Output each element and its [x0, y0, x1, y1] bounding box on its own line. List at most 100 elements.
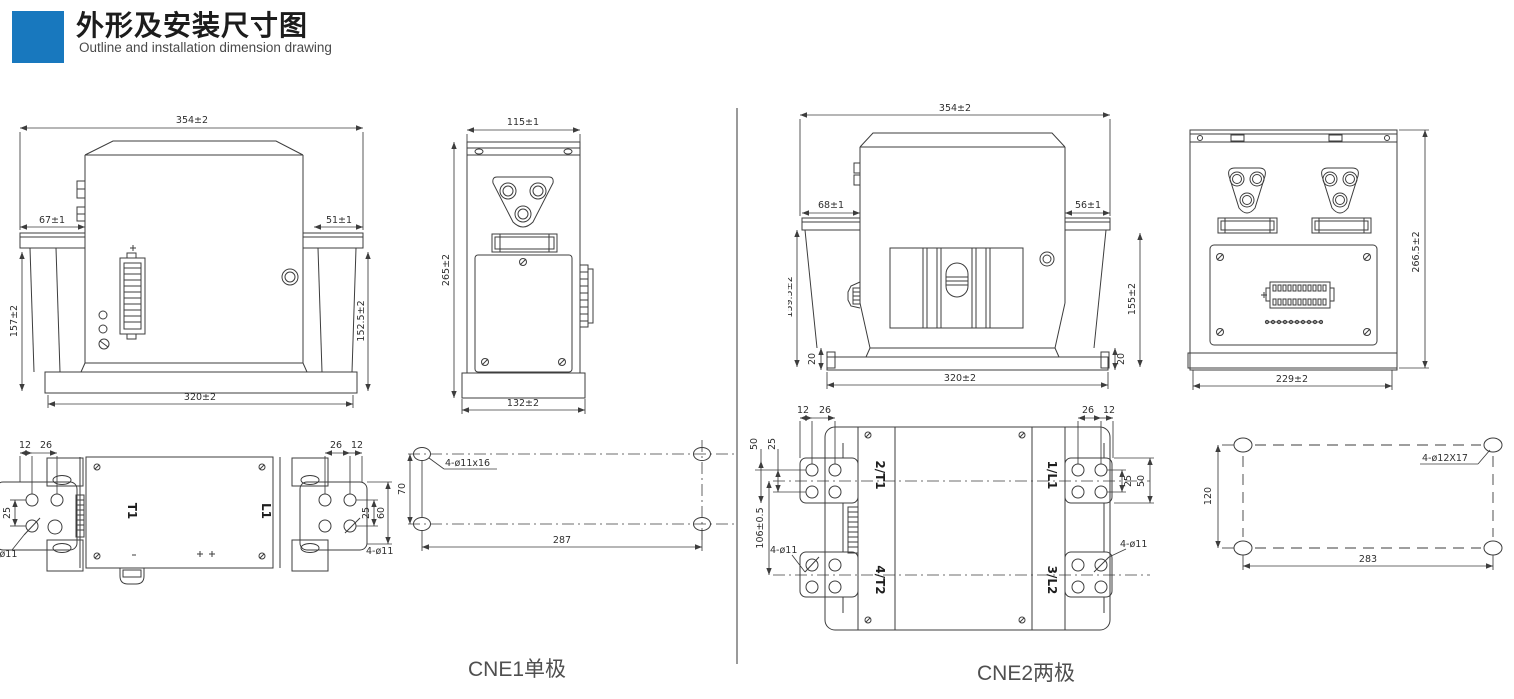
- screw-icon: [98, 338, 110, 350]
- cne1-dim-26-left: 26: [40, 440, 52, 451]
- cne2-dim-26-left: 26: [819, 405, 831, 416]
- cne2-mounting-pattern: 120 4-ø12X17 283: [1203, 437, 1503, 570]
- cne1-front-overall-width: 354±2: [176, 115, 208, 126]
- cne2-dim-50-left: 50: [749, 438, 760, 450]
- cne1-front-right-height: 152.5±2: [356, 300, 367, 341]
- cne2-front-right-foot: 20: [1116, 353, 1127, 365]
- cne1-dim-12-left: 12: [19, 440, 31, 451]
- cne1-front-aux-connector: [119, 245, 146, 340]
- vent-slot: [1217, 217, 1278, 234]
- cne1-dim-25-right: 25: [361, 507, 372, 519]
- cne2-front-left-flange: 68±1: [818, 200, 844, 211]
- triangle-terminal-connector: [1321, 167, 1359, 214]
- mounting-hole: [413, 447, 431, 461]
- vent-slot: [1311, 217, 1372, 234]
- cne1-side-base-width: 132±2: [507, 398, 539, 409]
- cne2-bracket-bottom-right: [1064, 551, 1113, 598]
- cne1-dim-60-right: 60: [376, 507, 387, 519]
- cne2-terminal-3l2: 3/L2: [1045, 566, 1059, 595]
- cne1-dim-26-right: 26: [330, 440, 342, 451]
- cne2-front-right-flange: 56±1: [1075, 200, 1101, 211]
- vent-slot: [491, 233, 558, 253]
- cne2-front-view: 354±2 6: [788, 103, 1143, 389]
- page-subtitle: Outline and installation dimension drawi…: [79, 40, 332, 55]
- cne2-front-left-foot: 20: [807, 353, 818, 365]
- cne2-front-left-height: 159.5±2: [788, 276, 795, 317]
- cne1-mounting-horizontal: 287: [553, 535, 571, 546]
- cne2-caption: CNE2两极: [977, 662, 1076, 685]
- cne2-rear-height: 266.5±2: [1411, 231, 1422, 272]
- screw-icon: [1039, 251, 1055, 267]
- cne1-holes-right-label: 4-ø11: [366, 546, 393, 557]
- section-divider: [736, 108, 738, 664]
- control-connector-block: [1261, 281, 1335, 325]
- side-terminal-strip: [579, 264, 594, 328]
- page-title: 外形及安装尺寸图: [76, 10, 309, 41]
- cne2-front-center-block: [889, 247, 1024, 329]
- cne1-mounting-vertical: 70: [398, 483, 408, 495]
- rear-cover-panel: [1209, 244, 1378, 346]
- cne1-holes-left-label: 4-ø11: [0, 549, 17, 560]
- indicator-dot: [98, 310, 108, 320]
- cne1-side-width: 115±1: [507, 117, 539, 128]
- cne1-side-height: 265±2: [441, 254, 452, 286]
- handle-capsule: [945, 262, 969, 298]
- cne2-dim-26-right: 26: [1082, 405, 1094, 416]
- cne2-bracket-top-right: [1064, 457, 1113, 504]
- cne1-front-left-flange: 67±1: [39, 215, 65, 226]
- mounting-hole: [693, 447, 711, 461]
- cne2-front-right-height: 155±2: [1127, 283, 1138, 315]
- cne2-holes-right-label: 4-ø11: [1120, 539, 1147, 550]
- bottom-tab: [119, 568, 145, 585]
- cne1-bottom-body: [46, 456, 329, 585]
- cne1-front-right-flange: 51±1: [326, 215, 352, 226]
- cne1-front-view: 354±2 67±1: [9, 115, 371, 408]
- mounting-hole: [1233, 437, 1253, 453]
- cne1-mounting-pattern: 70 4-ø11x16 287: [398, 440, 738, 551]
- cne2-bracket-bottom-left: [799, 551, 859, 598]
- mounting-hole: [1233, 540, 1253, 556]
- cne1-bottom-view: T1 L1 12 26 26 12 25 4-ø11 25 60 4-ø11: [0, 440, 393, 585]
- cne2-dim-12-right: 12: [1103, 405, 1115, 416]
- cne2-bracket-top-left: [799, 457, 859, 504]
- side-hole: [281, 268, 299, 286]
- cne2-dim-106: 106±0.5: [755, 507, 766, 548]
- cne2-terminal-4t2: 4/T2: [873, 565, 887, 594]
- cne2-mounting-vertical: 120: [1203, 487, 1214, 505]
- cne2-rear-body: [1187, 129, 1398, 371]
- cne2-mounting-horizontal: 283: [1359, 554, 1377, 565]
- cne2-front-base-width: 320±2: [944, 373, 976, 384]
- cne1-side-view: 115±1: [441, 117, 594, 414]
- cne1-dim-12-right: 12: [351, 440, 363, 451]
- indicator-dot: [98, 324, 108, 334]
- cne1-front-base-width: 320±2: [184, 392, 216, 403]
- cne2-terminal-1l1: 1/L1: [1045, 461, 1059, 490]
- cne2-front-overall-width: 354±2: [939, 103, 971, 114]
- cne2-dim-25-left: 25: [767, 438, 778, 450]
- accent-square-icon: [12, 11, 64, 63]
- cne2-mounting-holes-label: 4-ø12X17: [1422, 453, 1468, 464]
- cne1-terminal-t1: T1: [125, 503, 139, 520]
- cne2-holes-left-label: 4-ø11: [770, 545, 797, 556]
- cne1-dim-25-left: 25: [2, 507, 13, 519]
- cne1-side-body: [461, 141, 586, 399]
- cne1-terminal-l1: L1: [259, 503, 273, 519]
- triangle-terminal-connector: [492, 176, 554, 228]
- cne2-terminal-2t1: 2/T1: [873, 460, 887, 489]
- cne1-front-left-height: 157±2: [9, 305, 20, 337]
- cne2-rear-view: 266.5±2 229±2: [1187, 129, 1429, 390]
- cne2-front-body: [801, 132, 1111, 371]
- cne2-rear-base-width: 229±2: [1276, 374, 1308, 385]
- cne2-bottom-body: [824, 426, 1111, 631]
- cne2-dim-12-left: 12: [797, 405, 809, 416]
- side-cover-panel: [474, 254, 573, 373]
- cne2-dim-25-right: 25: [1123, 475, 1134, 487]
- mounting-hole: [1483, 540, 1503, 556]
- cne2-dim-50-right: 50: [1136, 475, 1147, 487]
- cne2-bottom-view: 2/T1 4/T2 1/L1 3/L2 12 26 26 12 50 25 10…: [749, 405, 1154, 631]
- cne1-mounting-holes-label: 4-ø11x16: [445, 458, 490, 469]
- cne1-caption: CNE1单极: [468, 658, 567, 681]
- cne1-front-body: [19, 140, 364, 394]
- triangle-terminal-connector: [1228, 167, 1266, 214]
